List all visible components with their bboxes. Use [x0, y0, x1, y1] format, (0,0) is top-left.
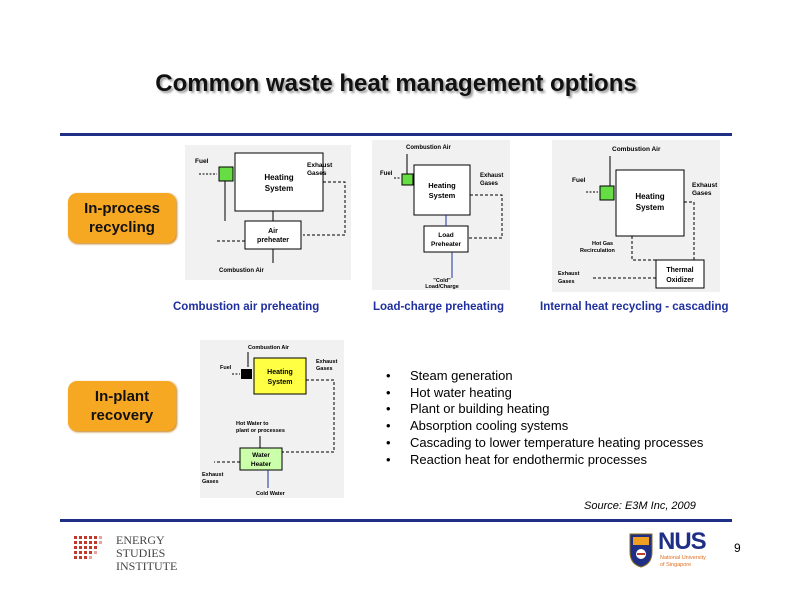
svg-text:plant or processes: plant or processes	[236, 428, 285, 434]
svg-text:Gases: Gases	[316, 366, 333, 372]
svg-text:Hot Water to: Hot Water to	[236, 421, 269, 427]
svg-text:Combustion Air: Combustion Air	[219, 268, 264, 274]
esi-logo: ENERGY STUDIES INSTITUTE	[70, 530, 200, 580]
svg-text:Gases: Gases	[480, 181, 499, 187]
top-divider	[60, 133, 732, 136]
svg-text:Exhaust: Exhaust	[307, 162, 333, 169]
fuel-label: Fuel	[195, 158, 209, 165]
svg-text:Water: Water	[252, 452, 270, 459]
diagram-3-svg: Combustion Air Fuel Heating System Exhau…	[558, 146, 718, 289]
svg-text:Hot Gas: Hot Gas	[592, 241, 613, 247]
svg-text:Heating: Heating	[635, 192, 664, 201]
svg-text:Gases: Gases	[558, 279, 575, 285]
fuel-injector	[599, 185, 615, 201]
source-citation: Source: E3M Inc, 2009	[584, 500, 696, 512]
svg-text:Exhaust: Exhaust	[692, 182, 718, 189]
diagram-combustion-air-preheating: Fuel Heating System Exhaust Gases Air pr…	[185, 145, 351, 280]
svg-text:"Cold": "Cold"	[433, 278, 451, 284]
list-item: •Reaction heat for endothermic processes	[386, 451, 648, 467]
svg-text:Exhaust: Exhaust	[316, 359, 338, 365]
list-item: •Hot water heating	[386, 384, 512, 400]
diagram-2-svg: Combustion Air Fuel Heating System Exhau…	[380, 145, 503, 290]
svg-text:Recirculation: Recirculation	[580, 248, 615, 254]
page-title: Common waste heat management options	[155, 70, 637, 97]
svg-text:Load/Charge: Load/Charge	[425, 284, 459, 290]
svg-text:Thermal: Thermal	[666, 267, 693, 274]
caption-load-charge-preheating: Load-charge preheating	[373, 301, 504, 313]
svg-text:System: System	[636, 203, 664, 212]
nus-logo: NUS National University of Singapore	[628, 528, 723, 574]
nus-crest-icon	[629, 533, 653, 568]
air-preheater-box	[244, 220, 302, 250]
svg-text:Heating: Heating	[428, 181, 456, 190]
svg-text:System: System	[429, 191, 456, 200]
svg-text:Fuel: Fuel	[220, 365, 232, 371]
load-preheater-box	[423, 225, 469, 253]
svg-text:Gases: Gases	[202, 479, 219, 485]
svg-text:Heating: Heating	[264, 173, 293, 182]
heating-system-box	[413, 164, 471, 216]
list-item: •Cascading to lower temperature heating …	[386, 434, 704, 450]
list-item: •Steam generation	[386, 368, 513, 383]
heating-system-box	[253, 357, 307, 395]
svg-text:Combustion Air: Combustion Air	[248, 345, 290, 351]
heating-system-box	[615, 169, 685, 237]
diagram-4-svg: Combustion Air Fuel Heating System Exhau…	[202, 345, 338, 497]
bullet-list: •Steam generation •Hot water heating •Pl…	[386, 368, 703, 468]
svg-text:Heating: Heating	[267, 369, 293, 376]
esi-grid-icon	[74, 536, 102, 559]
svg-text:Exhaust: Exhaust	[202, 472, 224, 478]
list-item: •Absorption cooling systems	[386, 418, 569, 434]
burner-icon	[241, 369, 252, 379]
diagram-1-svg: Fuel Heating System Exhaust Gases Air pr…	[195, 152, 346, 274]
svg-text:Exhaust: Exhaust	[480, 173, 503, 179]
svg-text:Heater: Heater	[251, 461, 272, 468]
svg-text:System: System	[265, 184, 293, 193]
diagram-load-charge-preheating: Combustion Air Fuel Heating System Exhau…	[372, 140, 510, 290]
thermal-oxidizer-box	[655, 259, 705, 289]
svg-text:Exhaust: Exhaust	[558, 271, 580, 277]
diagram-internal-heat-recycling: Combustion Air Fuel Heating System Exhau…	[552, 140, 720, 292]
svg-text:Load: Load	[438, 232, 454, 239]
caption-internal-heat-recycling: Internal heat recycling - cascading	[540, 301, 729, 313]
diagram-water-heater-recovery: Combustion Air Fuel Heating System Exhau…	[200, 340, 344, 498]
svg-text:Oxidizer: Oxidizer	[666, 277, 694, 284]
svg-text:System: System	[268, 379, 293, 386]
svg-text:Cold Water: Cold Water	[256, 491, 286, 497]
svg-text:Gases: Gases	[307, 170, 327, 177]
svg-text:Fuel: Fuel	[380, 171, 393, 177]
fuel-injector	[401, 173, 414, 186]
svg-text:Gases: Gases	[692, 190, 712, 197]
water-heater-box	[239, 447, 283, 471]
svg-text:Combustion Air: Combustion Air	[406, 145, 451, 151]
caption-combustion-air-preheating: Combustion air preheating	[173, 301, 320, 313]
svg-text:Preheater: Preheater	[431, 241, 461, 248]
svg-text:Combustion Air: Combustion Air	[612, 146, 661, 153]
svg-text:preheater: preheater	[257, 237, 289, 244]
fuel-injector	[218, 166, 234, 182]
svg-text:Air: Air	[268, 228, 278, 235]
bottom-divider	[60, 519, 732, 522]
page-number: 9	[734, 541, 741, 555]
svg-text:Fuel: Fuel	[572, 177, 586, 184]
list-item: •Plant or building heating	[386, 401, 550, 417]
heating-system-box	[234, 152, 324, 212]
